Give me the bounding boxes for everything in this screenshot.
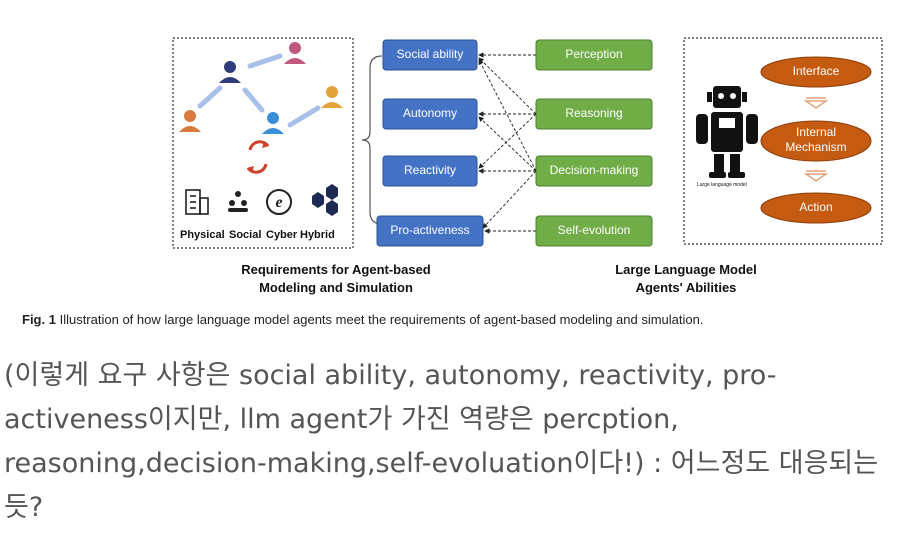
robot-label: Large language model <box>697 182 747 188</box>
category-physical: Physical <box>180 229 225 241</box>
flow-down-arrow-icon <box>803 97 829 109</box>
svg-text:Autonomy: Autonomy <box>403 106 457 120</box>
ability-reasoning: Reasoning <box>535 98 653 130</box>
flow-action: Action <box>760 192 872 224</box>
figure-caption: Fig. 1 Illustration of how large languag… <box>22 312 902 327</box>
robot-icon <box>696 86 758 178</box>
person-icon <box>321 86 343 108</box>
svg-text:Interface: Interface <box>793 64 840 78</box>
left-panel-title-line1: Requirements for Agent-based <box>241 262 431 277</box>
person-icon <box>179 110 201 132</box>
right-panel-title-line2: Agents' Abilities <box>636 280 737 295</box>
flow-down-arrow-icon <box>803 170 829 182</box>
user-note-text: (이렇게 요구 사항은 social ability, autonomy, re… <box>4 360 879 523</box>
requirement-autonomy: Autonomy <box>382 98 478 130</box>
agent-network <box>179 42 343 134</box>
svg-text:Social ability: Social ability <box>397 47 464 61</box>
category-social: Social <box>229 229 261 241</box>
svg-text:Decision-making: Decision-making <box>550 163 639 177</box>
svg-text:Reasoning: Reasoning <box>565 106 622 120</box>
ability-self-evolution: Self-evolution <box>535 215 653 247</box>
requirement-pro-activeness: Pro-activeness <box>376 215 484 247</box>
figure-caption-label: Fig. 1 <box>22 312 56 327</box>
figure-caption-text: Illustration of how large language model… <box>59 312 704 327</box>
right-panel-border <box>683 37 883 245</box>
internet-explorer-icon: e <box>266 189 292 215</box>
left-panel-border <box>172 37 354 249</box>
svg-text:Perception: Perception <box>565 47 622 61</box>
mapping-connectors <box>478 52 537 234</box>
building-icon <box>185 189 209 215</box>
category-hybrid: Hybrid <box>300 229 335 241</box>
category-cyber: Cyber <box>266 229 298 241</box>
svg-text:Pro-activeness: Pro-activeness <box>390 223 469 237</box>
person-icon <box>262 112 284 134</box>
people-group-icon <box>228 191 248 212</box>
svg-text:Self-evolution: Self-evolution <box>558 223 631 237</box>
person-icon <box>219 61 241 83</box>
user-note: (이렇게 요구 사항은 social ability, autonomy, re… <box>4 354 914 530</box>
person-icon <box>284 42 306 64</box>
right-panel-title-line1: Large Language Model <box>615 262 757 277</box>
flow-interface: Interface <box>760 56 872 88</box>
ability-decision-making: Decision-making <box>535 155 653 187</box>
left-panel-title-line2: Modeling and Simulation <box>259 280 413 295</box>
requirement-social-ability: Social ability <box>382 39 478 71</box>
requirement-reactivity: Reactivity <box>382 155 478 187</box>
svg-text:Action: Action <box>799 200 832 214</box>
ability-perception: Perception <box>535 39 653 71</box>
hexagon-cluster-icon <box>312 184 338 216</box>
svg-text:e: e <box>275 194 282 211</box>
cycle-arrows-icon <box>246 140 270 174</box>
svg-text:Reactivity: Reactivity <box>404 163 456 177</box>
grouping-brace <box>361 55 383 225</box>
